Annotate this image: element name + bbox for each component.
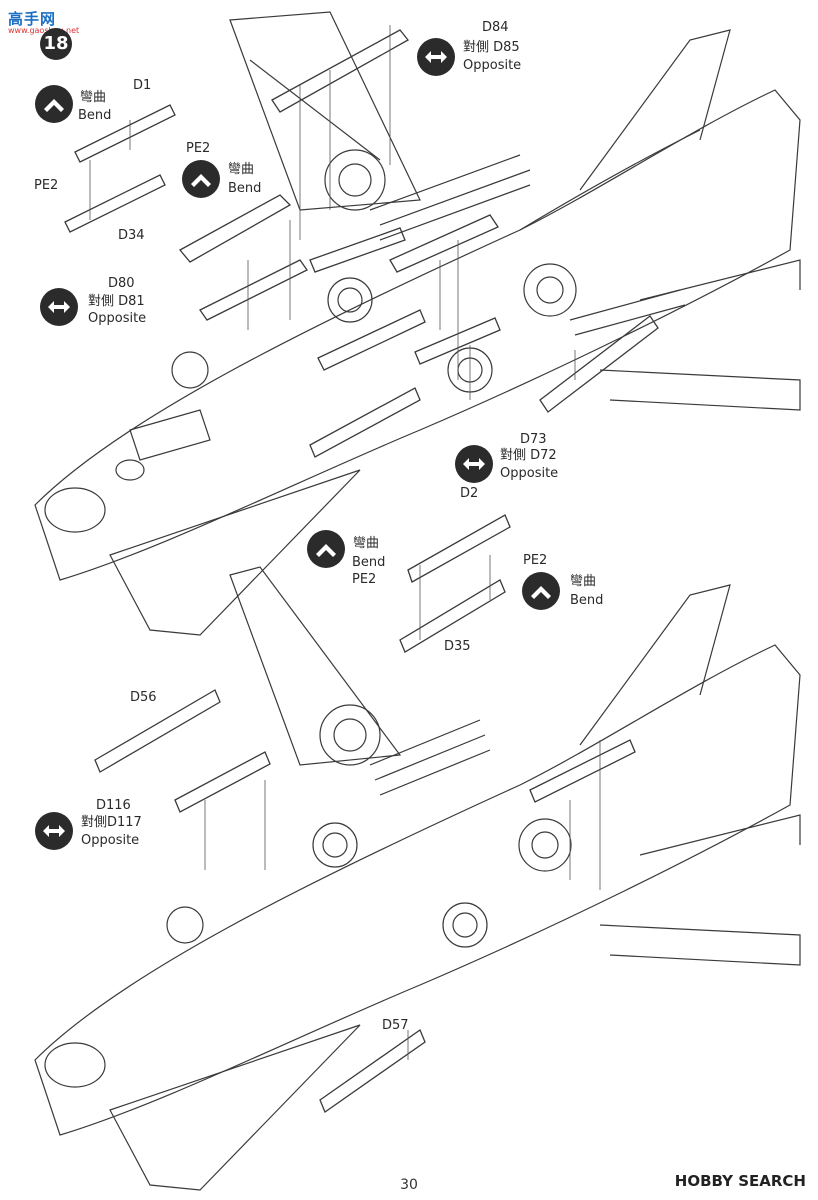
part-label-d34: D34 [118, 228, 145, 243]
part-label-d72: 對側 D72 [500, 448, 557, 463]
part-pylons-upper [64, 29, 659, 653]
part-label-d116: D116 [96, 798, 131, 813]
part-label-d80: D80 [108, 276, 135, 291]
part-label-d35: D35 [444, 639, 471, 654]
bend-icon [307, 530, 345, 568]
opposite-label: Opposite [81, 833, 140, 848]
part-label-d56: D56 [130, 690, 157, 705]
opposite-label: Opposite [88, 311, 147, 326]
bend-label: Bend [228, 181, 262, 196]
part-label-d84: D84 [482, 20, 509, 35]
opposite-arrows-icon [455, 445, 493, 483]
part-label-d81: 對側 D81 [88, 294, 145, 309]
opposite-arrows-icon [35, 812, 73, 850]
bend-label-zh: 彎曲 [80, 90, 107, 105]
bend-label: Bend [78, 108, 112, 123]
part-label-d2: D2 [460, 486, 479, 501]
part-label-d57: D57 [382, 1018, 409, 1033]
opposite-arrows-icon [417, 38, 455, 76]
lower-aircraft-drawing [34, 566, 801, 1191]
part-label-pe2: PE2 [352, 572, 377, 587]
bend-label: Bend [570, 593, 604, 608]
part-label-pe2: PE2 [523, 553, 548, 568]
part-label-d117: 對側D117 [81, 815, 142, 830]
brand-watermark: HOBBY SEARCH [674, 1172, 806, 1190]
part-label-pe2: PE2 [34, 178, 59, 193]
upper-aircraft-drawing [34, 11, 801, 636]
page-number: 30 [400, 1177, 418, 1193]
part-label-d73: D73 [520, 432, 547, 447]
watermark-logo: 高手网 [8, 10, 57, 28]
bend-label-zh: 彎曲 [228, 162, 255, 177]
opposite-label: Opposite [500, 466, 559, 481]
part-label-d85: 對側 D85 [463, 40, 520, 55]
part-pylons-lower [94, 689, 636, 1113]
bend-label: Bend [352, 555, 386, 570]
guide-lines [89, 25, 601, 1060]
bend-label-zh: 彎曲 [353, 536, 380, 551]
bend-label-zh: 彎曲 [570, 574, 597, 589]
part-label-d1: D1 [133, 78, 152, 93]
opposite-label: Opposite [463, 58, 522, 73]
opposite-arrows-icon [40, 288, 78, 326]
part-label-pe2: PE2 [186, 141, 211, 156]
bend-icon [182, 160, 220, 198]
step-number-badge: 18 [40, 28, 72, 60]
bend-icon [522, 572, 560, 610]
bend-icon [35, 85, 73, 123]
watermark-url: www.gaoshou.net [8, 26, 80, 35]
